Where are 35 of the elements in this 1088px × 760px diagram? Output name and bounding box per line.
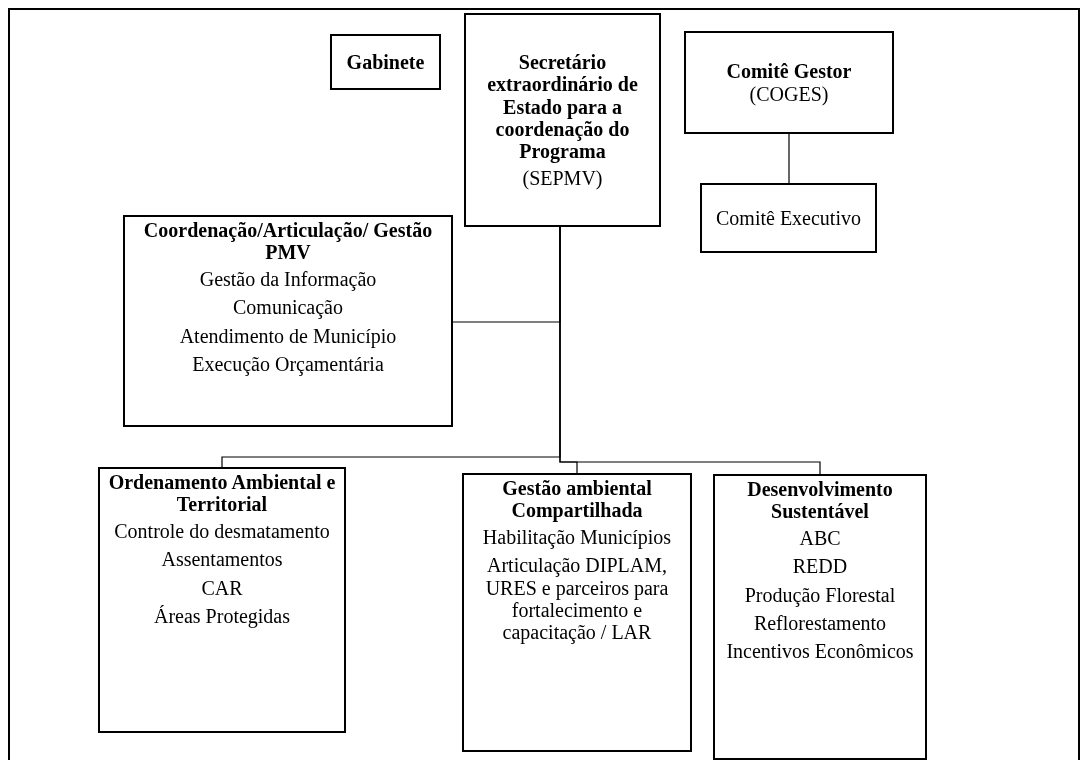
connector-line — [788, 133, 790, 184]
org-box — [684, 31, 894, 134]
box-item: Comunicação — [233, 296, 343, 319]
box-heading: Desenvolvimento Sustentável — [746, 478, 894, 523]
box-item: REDD — [792, 555, 848, 578]
box-item: Áreas Protegidas — [153, 604, 291, 628]
box-item: Articulação DIPLAM, URES e parceiros para fortalecimento e capacitação / LAR — [484, 554, 670, 644]
box-heading: Comitê Gestor — [726, 60, 852, 83]
box-item: Comitê Executivo — [716, 206, 861, 230]
box-item: Reflorestamento — [753, 611, 887, 635]
org-box — [98, 467, 346, 733]
box-item: Incentivos Econômicos — [726, 640, 914, 663]
box-heading: Gabinete — [346, 50, 425, 74]
box-item: Atendimento de Município — [179, 324, 397, 347]
org-box — [713, 474, 927, 760]
box-heading: Ordenamento Ambiental e Territorial — [107, 471, 337, 516]
box-heading: Gestão ambiental Compartilhada — [501, 477, 653, 522]
box-item: (COGES) — [749, 82, 829, 105]
org-box — [464, 13, 661, 227]
box-item: (SEPMV) — [522, 166, 603, 190]
box-item: Execução Orçamentária — [192, 352, 384, 376]
box-heading: Secretário extraordinário de Estado para a coordenação do Programa — [486, 50, 639, 163]
org-box — [700, 183, 877, 253]
box-item: Gestão da Informação — [199, 267, 377, 291]
org-box — [123, 215, 453, 427]
box-item: Assentamentos — [161, 548, 283, 571]
box-item: Habilitação Municípios — [482, 525, 672, 549]
box-item: CAR — [201, 576, 243, 599]
connector-line — [559, 226, 821, 475]
box-item: Controle do desmatamento — [114, 519, 330, 543]
box-item: Produção Florestal — [744, 583, 896, 606]
org-box — [330, 34, 441, 90]
org-box — [462, 473, 692, 752]
box-heading: Coordenação/Articulação/ Gestão PMV — [142, 219, 434, 264]
box-item: ABC — [799, 526, 841, 550]
